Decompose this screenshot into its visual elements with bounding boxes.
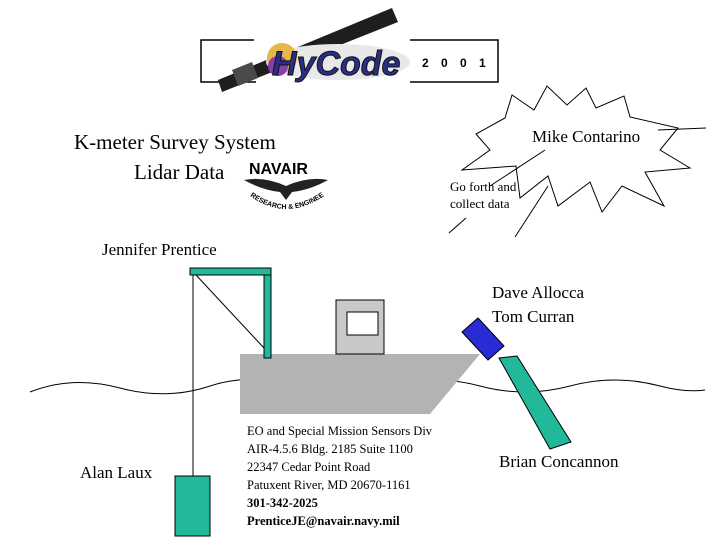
underwater-sensor bbox=[174, 475, 211, 537]
underwater-person: Alan Laux bbox=[80, 463, 153, 482]
burst-tick bbox=[657, 127, 707, 131]
contact-email: PrenticeJE@navair.navy.mil bbox=[247, 514, 400, 528]
burst-pointer bbox=[489, 149, 546, 187]
burst-tick bbox=[514, 185, 549, 238]
title-line-2: Lidar Data bbox=[134, 160, 225, 184]
contact-line-3: 22347 Cedar Point Road bbox=[247, 460, 371, 474]
logo-year-digit: 2 bbox=[422, 56, 429, 70]
title-line-1: K-meter Survey System bbox=[74, 130, 276, 154]
logo-year-digit: 1 bbox=[479, 56, 486, 70]
callout-message-1: Go forth and bbox=[450, 179, 517, 194]
crane-operator-label: Jennifer Prentice bbox=[102, 240, 217, 259]
navair-wordmark: NAVAIR bbox=[249, 161, 308, 178]
logo-year-digit: 0 bbox=[460, 56, 467, 70]
callout-message-2: collect data bbox=[450, 196, 510, 211]
crane-brace bbox=[195, 274, 265, 349]
logo-year-digit: 0 bbox=[441, 56, 448, 70]
callout-person: Mike Contarino bbox=[532, 127, 641, 146]
lidar-beam bbox=[498, 355, 572, 450]
crane-boom bbox=[189, 267, 272, 276]
lidar-instrument bbox=[461, 317, 505, 361]
lidar-person-2: Tom Curran bbox=[492, 307, 575, 326]
satellite-panel bbox=[232, 62, 258, 86]
logo-glow bbox=[266, 44, 410, 80]
speech-burst bbox=[460, 85, 692, 214]
wings-icon bbox=[244, 178, 328, 200]
cabin-window bbox=[346, 311, 379, 336]
logo-frame-right bbox=[410, 39, 499, 83]
hycode-logo: HyCode 2 0 0 1 bbox=[200, 8, 499, 92]
contact-phone: 301-342-2025 bbox=[247, 496, 318, 510]
logo-word: HyCode bbox=[272, 45, 400, 83]
boat-hull bbox=[240, 354, 480, 414]
contact-line-2: AIR-4.5.6 Bldg. 2185 Suite 1100 bbox=[247, 442, 413, 456]
burst-tick bbox=[448, 217, 467, 234]
contact-line-4: Patuxent River, MD 20670-1161 bbox=[247, 478, 411, 492]
contact-line-1: EO and Special Mission Sensors Div bbox=[247, 424, 433, 438]
crane-mast bbox=[263, 271, 272, 359]
beam-person: Brian Concannon bbox=[499, 452, 619, 471]
logo-orb bbox=[268, 56, 288, 76]
lidar-person-1: Dave Allocca bbox=[492, 283, 585, 302]
